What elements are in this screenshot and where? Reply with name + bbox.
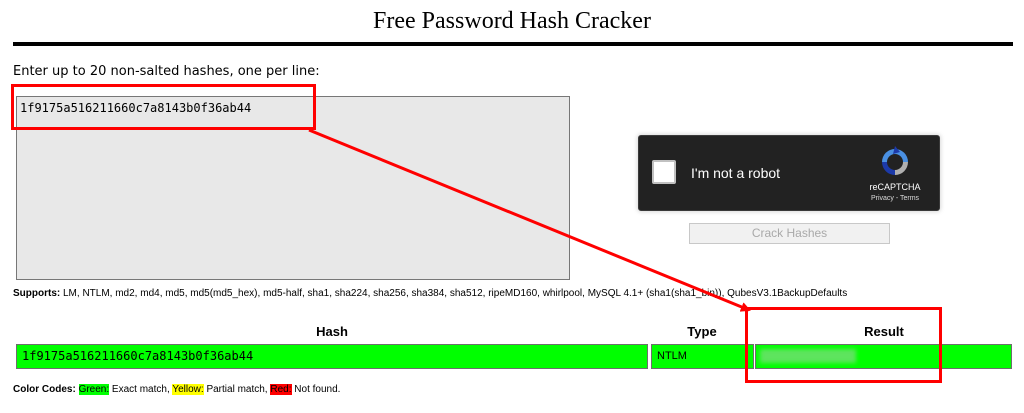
recaptcha-logo-icon [882, 146, 908, 175]
recaptcha-label: I'm not a robot [691, 165, 781, 181]
red-swatch: Red: [270, 384, 292, 395]
recaptcha-widget: I'm not a robot reCAPTCHA Privacy - Term… [638, 135, 940, 211]
color-codes-legend: Color Codes: Green: Exact match, Yellow:… [13, 384, 340, 395]
hash-column-header: Hash [316, 324, 348, 339]
recaptcha-checkbox[interactable] [652, 160, 676, 184]
crack-hashes-button[interactable]: Crack Hashes [689, 223, 890, 244]
recaptcha-brand: reCAPTCHA [869, 182, 921, 192]
instructions-text: Enter up to 20 non-salted hashes, one pe… [13, 64, 320, 79]
yellow-description: Partial match, [206, 384, 268, 395]
recaptcha-terms-link[interactable]: Privacy - Terms [870, 195, 920, 202]
page-title: Free Password Hash Cracker [373, 8, 651, 34]
green-swatch: Green: [78, 384, 110, 395]
title-divider [13, 42, 1013, 46]
supports-list: LM, NTLM, md2, md4, md5, md5(md5_hex), m… [63, 288, 848, 299]
yellow-swatch: Yellow: [172, 384, 204, 395]
hash-input-textarea[interactable]: 1f9175a516211660c7a8143b0f36ab44 [16, 96, 570, 280]
red-description: Not found. [294, 384, 341, 395]
result-column-header: Result [864, 324, 904, 339]
redacted-result [760, 349, 856, 363]
result-hash-cell: 1f9175a516211660c7a8143b0f36ab44 [16, 344, 648, 369]
green-description: Exact match, [111, 384, 170, 395]
color-codes-label: Color Codes: [13, 384, 76, 395]
supported-algorithms: Supports: LM, NTLM, md2, md4, md5, md5(m… [13, 287, 1013, 300]
result-type-cell: NTLM [651, 344, 754, 369]
type-column-header: Type [687, 324, 717, 339]
supports-label: Supports: [13, 288, 61, 299]
